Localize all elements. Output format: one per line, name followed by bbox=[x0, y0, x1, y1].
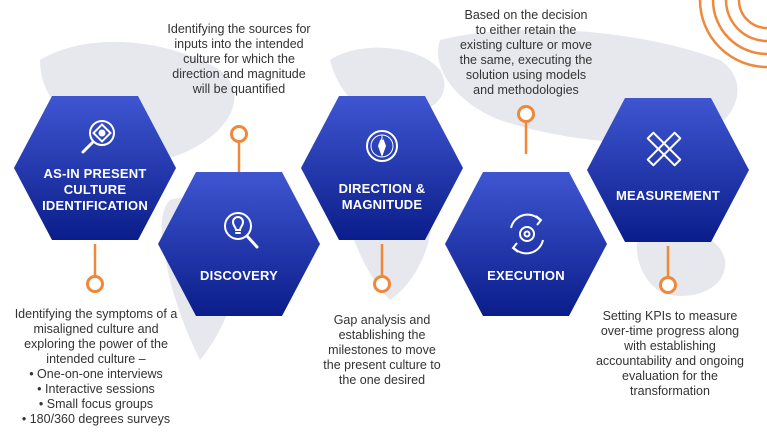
stage-description-4: Based on the decision to either retain t… bbox=[459, 8, 593, 97]
bullet-item: Interactive sessions bbox=[10, 382, 182, 397]
gear-cycle-icon bbox=[510, 213, 544, 255]
stage-title-3: DIRECTION & MAGNITUDE bbox=[338, 181, 426, 212]
connectors bbox=[93, 123, 670, 278]
stage-description-1-text: Identifying the symptoms of a misaligned… bbox=[14, 307, 178, 366]
stage-hexagon-2 bbox=[158, 172, 320, 316]
stage-hexagon-5 bbox=[587, 98, 749, 242]
stage-description-1: Identifying the symptoms of a misaligned… bbox=[10, 307, 182, 427]
stage-hexagon-4 bbox=[445, 172, 607, 316]
stage-description-2: Identifying the sources for inputs into … bbox=[167, 22, 311, 96]
decorative-corner-arcs bbox=[698, 0, 767, 69]
stage-hexagon-1 bbox=[14, 96, 176, 240]
connector-dots bbox=[86, 105, 677, 294]
stage-1-bullet-list: One-on-one interviews Interactive sessio… bbox=[10, 367, 182, 427]
stage-title-2: DISCOVERY bbox=[200, 268, 278, 283]
stage-title-5: MEASUREMENT bbox=[615, 188, 721, 203]
compass-icon: N bbox=[366, 130, 398, 162]
lightbulb-search-icon bbox=[224, 212, 259, 249]
stage-hexagon-3 bbox=[301, 96, 463, 240]
stage-description-3: Gap analysis and establishing the milest… bbox=[323, 313, 441, 387]
svg-text:N: N bbox=[380, 136, 384, 142]
bullet-item: 180/360 degrees surveys bbox=[10, 412, 182, 427]
stage-title-1: AS-IN PRESENT CULTURE IDENTIFICATION bbox=[42, 166, 148, 213]
stage-description-5: Setting KPIs to measure over-time progre… bbox=[595, 309, 745, 398]
ruler-pencil-icon bbox=[646, 131, 682, 167]
magnifier-map-icon bbox=[81, 120, 115, 154]
stage-title-4: EXECUTION bbox=[487, 268, 565, 283]
bullet-item: Small focus groups bbox=[10, 397, 182, 412]
bullet-item: One-on-one interviews bbox=[10, 367, 182, 382]
